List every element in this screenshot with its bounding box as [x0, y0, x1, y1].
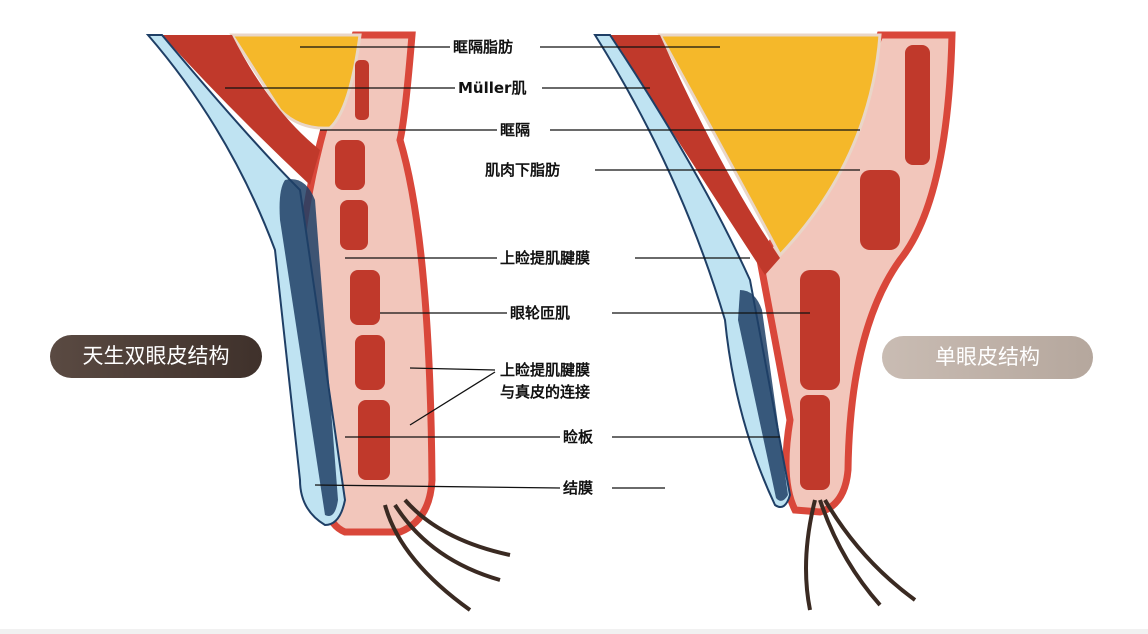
left-orbicularis-fibers [335, 60, 390, 480]
left-tarsus [279, 179, 338, 516]
right-lashes [804, 498, 917, 611]
double-eyelid-cross-section [145, 31, 511, 612]
label-orbicularis-oculi: 眼轮匝肌 [507, 304, 574, 322]
leader-lines [225, 46, 860, 489]
label-levator-dermis-connection-1: 上睑提肌腱膜 [497, 361, 594, 379]
left-conjunctiva [145, 34, 347, 527]
label-submuscular-fat: 肌肉下脂肪 [482, 161, 564, 179]
right-conjunctiva [593, 34, 792, 508]
right-levator-muscle [610, 35, 780, 275]
label-orbital-septum: 眶隔 [497, 121, 534, 139]
label-muller-muscle: Müller肌 [455, 79, 530, 97]
label-conjunctiva: 结膜 [560, 479, 597, 497]
left-levator-muscle [162, 35, 320, 185]
label-levator-dermis-connection-2: 与真皮的连接 [497, 383, 594, 401]
label-orbital-septum-fat: 眶隔脂肪 [450, 38, 517, 56]
right-fat [657, 33, 882, 258]
single-eyelid-cross-section [593, 31, 956, 611]
left-lashes [383, 498, 511, 612]
left-fat [229, 33, 362, 130]
single-eyelid-badge: 单眼皮结构 [882, 336, 1093, 379]
label-tarsus: 睑板 [560, 428, 597, 446]
double-eyelid-badge: 天生双眼皮结构 [50, 335, 262, 378]
right-orbicularis-fibers [800, 45, 930, 490]
label-levator-aponeurosis: 上睑提肌腱膜 [497, 249, 594, 267]
right-tarsus [738, 290, 788, 501]
bottom-divider [0, 629, 1148, 634]
